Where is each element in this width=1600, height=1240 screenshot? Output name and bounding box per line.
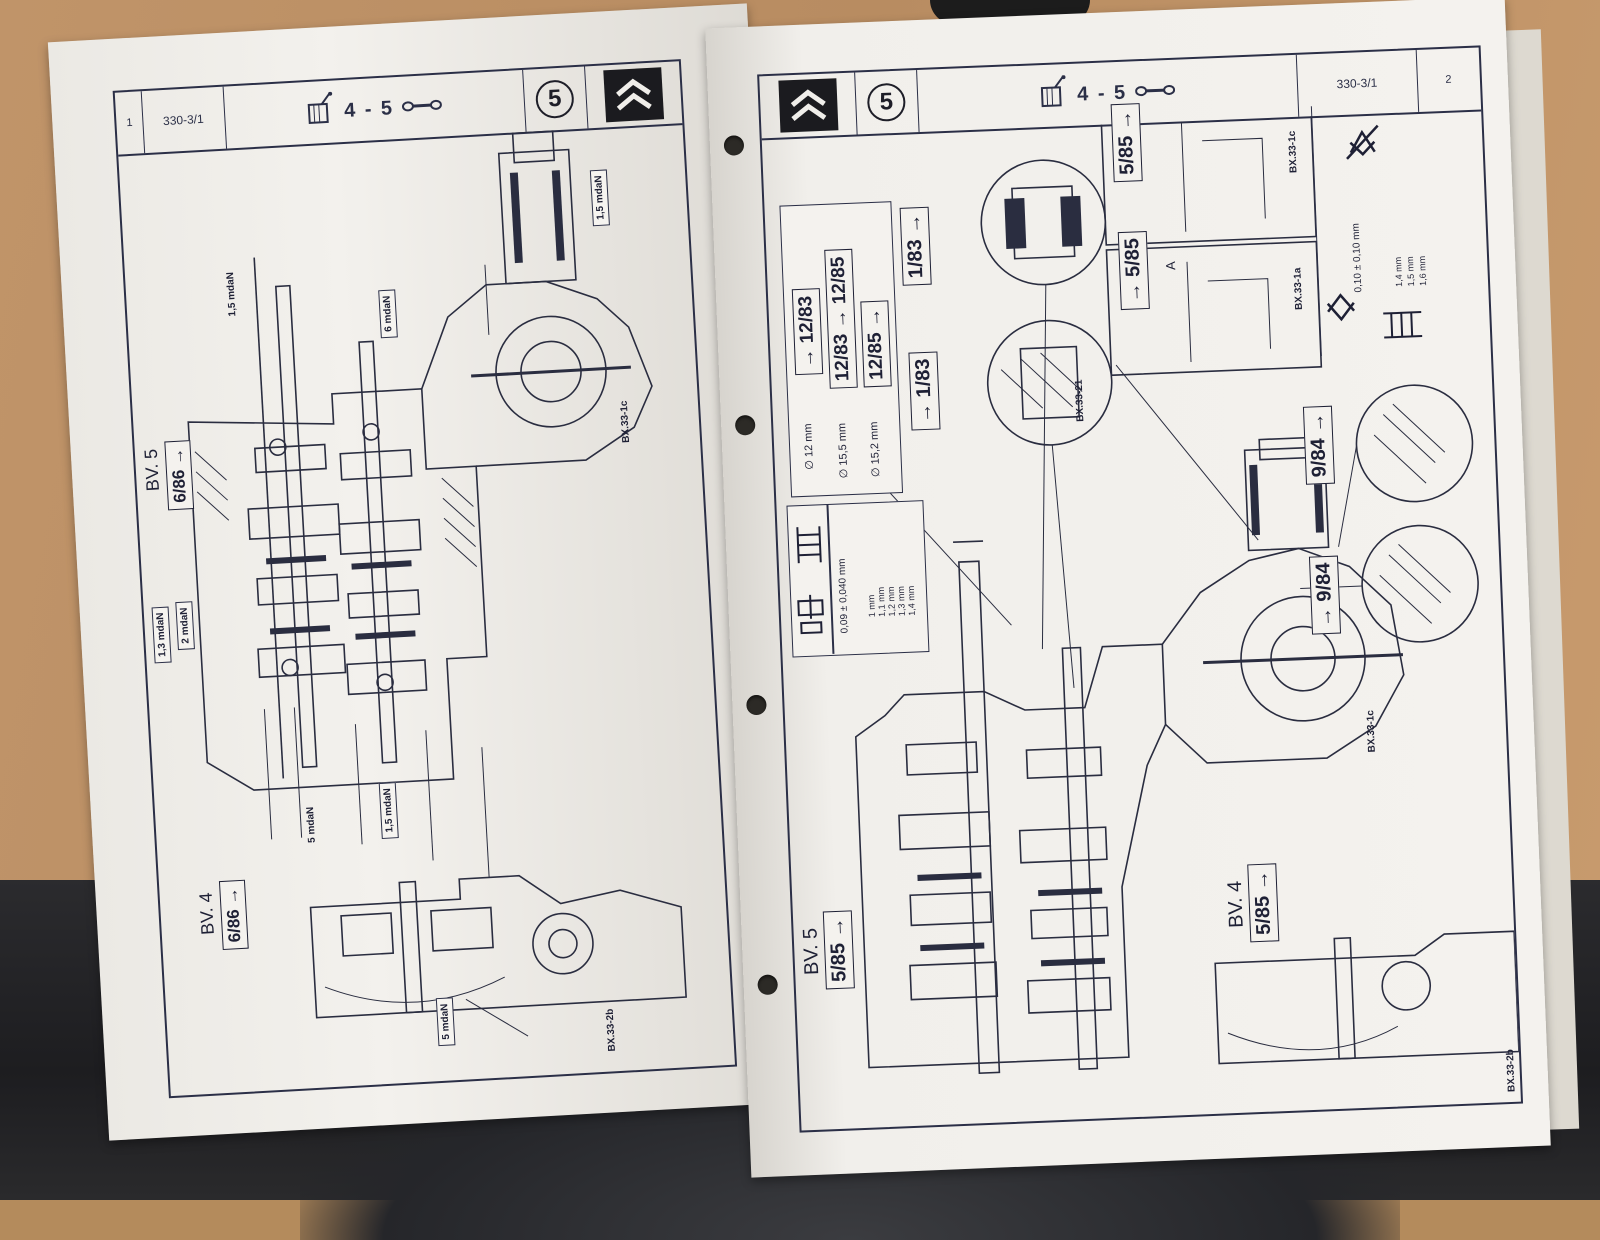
- no-adjust-icon: [1342, 121, 1384, 168]
- binder-hole: [757, 974, 779, 996]
- document-reference: 330-3/1: [140, 86, 228, 154]
- section-badge: 5: [534, 79, 575, 120]
- driveshaft-icon: [1135, 79, 1176, 104]
- date-code: → 9/84: [1308, 555, 1342, 635]
- torque-label: 1,5 mdaN: [589, 168, 610, 227]
- torque-label: 2 mdaN: [175, 601, 195, 651]
- figure-reference: BX.33-1c: [1365, 709, 1378, 753]
- page-frame-right: 5 4 - 5 330-3/1 2: [757, 45, 1524, 1133]
- binder-hole: [723, 135, 745, 156]
- figure-reference: BX.33-1c: [618, 400, 633, 444]
- shim-ladder-icon: [1381, 308, 1424, 347]
- bv5-label: BV. 5: [799, 927, 824, 976]
- page-header-right: 5 4 - 5 330-3/1 2: [759, 47, 1482, 141]
- gearbox-cross-section-drawing: [762, 109, 1521, 1130]
- gearbox-cross-section-drawing: [118, 123, 735, 1096]
- figure-reference: BX.33-2b: [604, 1008, 619, 1052]
- group-number: 4 - 5: [1076, 81, 1128, 106]
- torque-label: 1,5 mdaN: [378, 781, 399, 839]
- page-header-left: 1 330-3/1 4 - 5 5: [114, 61, 683, 157]
- shim-gap-icon: [794, 594, 828, 650]
- section-cell: 5: [522, 66, 589, 132]
- shim-size: 1,6 mm: [1416, 255, 1429, 287]
- bv5-label: BV. 5: [140, 448, 164, 492]
- date-code: 9/84 →: [1302, 405, 1336, 485]
- figure-reference: BX.33-1c: [1286, 130, 1300, 174]
- figure-reference: BX.33-1a: [1292, 267, 1306, 311]
- driveshaft-icon: [401, 94, 442, 119]
- torque-label: 1,3 mdaN: [151, 606, 172, 664]
- binder-hole: [734, 414, 756, 436]
- group-title: 4 - 5: [222, 69, 527, 149]
- diameter-value: ∅ 15,5 mm: [836, 422, 851, 479]
- diameter-value: ∅ 12 mm: [802, 423, 817, 470]
- group-number: 4 - 5: [343, 96, 395, 122]
- date-code: → 1/83: [908, 350, 941, 431]
- bv4-date-code: 5/85 →: [1247, 862, 1280, 943]
- bv5-date-code: 6/86 →: [164, 440, 195, 511]
- detail-marker-a: A: [1162, 261, 1179, 271]
- date-code: → 5/85: [1117, 230, 1150, 311]
- bv4-label: BV. 4: [1223, 880, 1248, 929]
- brand-cell: [584, 61, 682, 128]
- section-badge: 5: [866, 82, 907, 123]
- date-code: 1/83 →: [899, 206, 932, 286]
- binder-hole: [746, 694, 767, 716]
- shim-size: 1,5 mm: [1404, 256, 1417, 287]
- bv4-label: BV. 4: [195, 891, 218, 936]
- adjust-icon: [1323, 289, 1359, 329]
- figure-reference: BX.33-21: [1073, 379, 1087, 422]
- brand-cell: [759, 72, 858, 139]
- diameter-date-code: 12/85 →: [860, 300, 892, 388]
- bv4-date-code: 6/86 →: [218, 879, 249, 951]
- section-cell: 5: [854, 70, 920, 135]
- gearbox-icon: [1038, 75, 1070, 116]
- bv5-date-code: 5/85 →: [822, 909, 855, 990]
- citroen-chevron-logo: [602, 67, 664, 123]
- manual-page-left: 1 330-3/1 4 - 5 5: [47, 3, 809, 1141]
- citroen-chevron-logo: [777, 78, 838, 133]
- date-code: 5/85 →: [1110, 102, 1143, 183]
- manual-page-right: 5 4 - 5 330-3/1 2: [705, 0, 1551, 1178]
- shim-size: 1,4 mm: [1392, 256, 1405, 288]
- page-frame-left: 1 330-3/1 4 - 5 5: [112, 59, 738, 1099]
- shim-size: 1,4 mm: [905, 585, 917, 616]
- shim-ladder-icon: [793, 524, 825, 570]
- diameter-date-code: → 12/83: [791, 288, 824, 376]
- diameter-date-code: 12/83 → 12/85: [824, 249, 858, 389]
- group-title: 4 - 5: [916, 54, 1300, 133]
- figure-reference: BX.33-2b: [1504, 1049, 1518, 1093]
- gearbox-icon: [305, 91, 337, 133]
- torque-label: 5 mdaN: [304, 806, 318, 844]
- torque-label: 5 mdaN: [435, 997, 456, 1047]
- torque-label: 6 mdaN: [378, 289, 398, 339]
- diameter-value: ∅ 15,2 mm: [868, 421, 883, 478]
